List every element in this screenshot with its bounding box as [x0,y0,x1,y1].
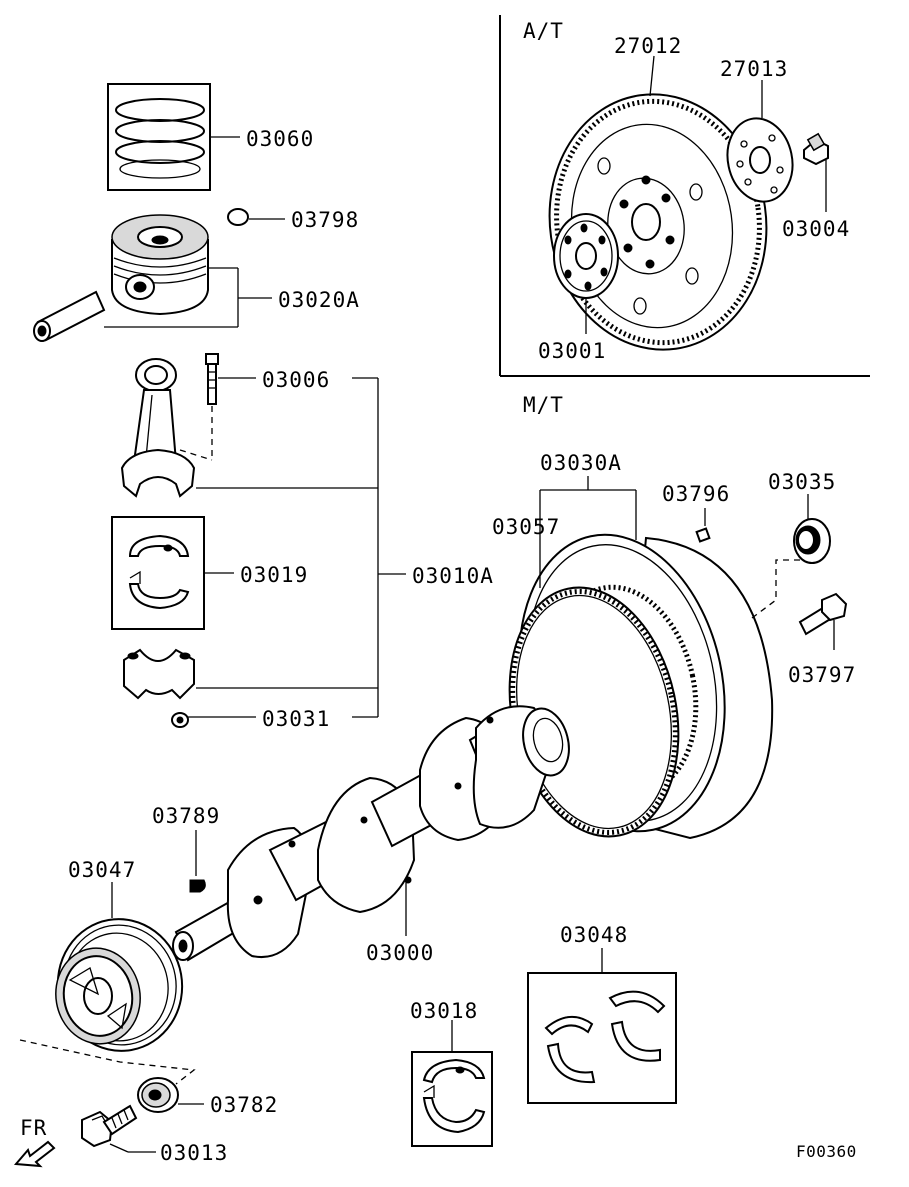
adapter-plate-illustration [726,80,794,203]
drive-plate-illustration [553,213,619,334]
rod-assembly-bracket [196,377,406,718]
pilot-bearing-part-number: 03035 [768,470,836,494]
thrust-washer-part-number: 03048 [560,923,628,947]
pulley-washer-illustration [137,1077,204,1113]
flexplate-bolt-part-number: 03004 [782,217,850,241]
piston-illustration [33,214,272,342]
pulley-washer-part-number: 03782 [210,1093,278,1117]
woodruff-key-illustration [189,830,206,893]
manual-section-label: M/T [523,393,564,417]
pilot-bearing-illustration [751,494,831,619]
main-bearing-illustration [411,1020,493,1147]
crankshaft-part-number: 03000 [366,941,434,965]
flexplate-illustration [548,55,768,351]
flexplate-part-number: 27012 [614,34,682,58]
rod-bolt-part-number: 03006 [262,368,330,392]
ring-set-part-number: 03060 [246,127,314,151]
snap-ring-illustration [227,208,285,226]
adapter-plate-part-number: 27013 [720,57,788,81]
figure-code: F00360 [796,1142,857,1161]
rod-assembly-part-number: 03010A [412,564,494,588]
flywheel-bolt-part-number: 03797 [788,663,856,687]
automatic-section-label: A/T [523,19,564,43]
piston-part-number: 03020A [278,288,360,312]
flywheel-bolt-illustration [798,592,848,650]
rod-nut-part-number: 03031 [262,707,330,731]
pulley-bolt-illustration [81,1104,156,1153]
rod-cap-illustration [123,648,195,700]
thrust-washer-illustration [527,948,677,1104]
snap-ring-part-number: 03798 [291,208,359,232]
flexplate-bolt-illustration [803,132,829,212]
flywheel-part-number: 03030A [540,451,622,475]
rod-bearing-part-number: 03019 [240,563,308,587]
front-arrow-icon [13,1140,56,1168]
rod-bolt-illustration [205,353,256,460]
pin-part-number: 03796 [662,482,730,506]
front-direction-label: FR [20,1116,47,1140]
pulley-part-number: 03047 [68,858,136,882]
rod-nut-illustration [171,712,256,728]
pulley-illustration [19,882,196,1085]
automatic-section-frame [499,15,870,377]
main-bearing-part-number: 03018 [410,999,478,1023]
woodruff-key-part-number: 03789 [152,804,220,828]
pin-illustration [695,508,711,543]
rod-bearing-illustration [111,516,234,630]
pulley-bolt-part-number: 03013 [160,1141,228,1165]
crankshaft-illustration [172,705,570,962]
drive-plate-part-number: 03001 [538,339,606,363]
ring-gear-part-number: 03057 [492,515,560,539]
connecting-rod-illustration [120,358,213,498]
ring-set-illustration [107,83,240,191]
